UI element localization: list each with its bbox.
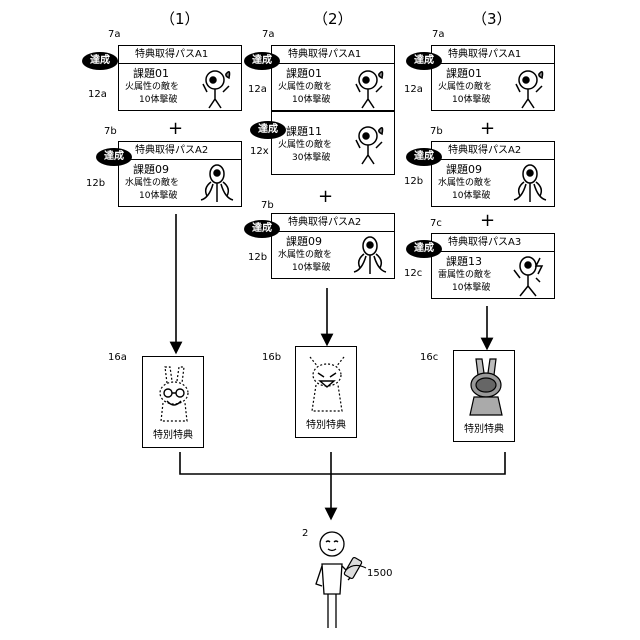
ref-label: 16b	[262, 352, 281, 363]
fire-monster-icon	[199, 66, 235, 110]
privilege-pass-a1: 特典取得パスA1 課題01 火属性の敵を 10体撃破	[431, 45, 555, 111]
task-number: 課題01	[133, 68, 169, 80]
thunder-monster-icon	[512, 254, 548, 298]
task-condition: 火属性の敵を	[125, 82, 179, 93]
reward-label: 特別特典	[296, 416, 356, 431]
rabbit-character-icon	[464, 357, 508, 419]
privilege-pass-a1: 特典取得パスA1 課題01 火属性の敵を 10体撃破	[118, 45, 242, 111]
task-number: 課題09	[133, 164, 169, 176]
pass-title: 特典取得パスA1	[272, 46, 394, 64]
task-condition: 火属性の敵を	[438, 82, 492, 93]
ref-label: 16a	[108, 352, 127, 363]
task-count: 10体撃破	[452, 191, 490, 202]
demon-character-icon	[304, 353, 350, 415]
fire-monster-icon	[352, 122, 388, 166]
task-condition: 水属性の敵を	[438, 178, 492, 189]
task-count: 10体撃破	[452, 283, 490, 294]
ref-label: 12a	[88, 89, 107, 100]
task-count: 30体撃破	[292, 153, 330, 164]
task-number: 課題09	[446, 164, 482, 176]
achieved-badge: 達成	[406, 240, 442, 258]
task-condition: 水属性の敵を	[125, 178, 179, 189]
achieved-badge: 達成	[82, 52, 118, 70]
task-count: 10体撃破	[292, 263, 330, 274]
achieved-badge: 達成	[406, 148, 442, 166]
achieved-badge: 達成	[406, 52, 442, 70]
water-monster-icon	[199, 162, 235, 206]
pass-title: 特典取得パスA2	[119, 142, 241, 160]
privilege-pass-a2: 特典取得パスA2 課題09 水属性の敵を 10体撃破	[271, 213, 395, 279]
fire-monster-icon	[352, 66, 388, 110]
task-number: 課題13	[446, 256, 482, 268]
privilege-pass-a3: 特典取得パスA3 課題13 雷属性の敵を 10体撃破	[431, 233, 555, 299]
reward-label: 特別特典	[454, 420, 514, 435]
pass-title: 特典取得パスA3	[432, 234, 554, 252]
task-number: 課題09	[286, 236, 322, 248]
task-condition: 水属性の敵を	[278, 250, 332, 261]
plus-sign: +	[480, 120, 495, 138]
task-number: 課題01	[286, 68, 322, 80]
pass-title: 特典取得パスA2	[272, 214, 394, 232]
task-number: 課題01	[446, 68, 482, 80]
pass-title: 特典取得パスA2	[432, 142, 554, 160]
task-count: 10体撃破	[139, 191, 177, 202]
ref-label: 12b	[248, 252, 267, 263]
task-condition: 雷属性の敵を	[438, 270, 492, 281]
privilege-pass-a2: 特典取得パスA2 課題09 水属性の敵を 10体撃破	[431, 141, 555, 207]
plus-sign: +	[168, 120, 183, 138]
ref-label: 16c	[420, 352, 438, 363]
ref-label: 12x	[250, 146, 269, 157]
ref-label: 7b	[430, 126, 443, 137]
task-count: 10体撃破	[139, 95, 177, 106]
privilege-pass-a2: 特典取得パスA2 課題09 水属性の敵を 10体撃破	[118, 141, 242, 207]
ref-label: 7b	[261, 200, 274, 211]
ref-label: 12b	[404, 176, 423, 187]
ref-label: 7a	[262, 29, 275, 40]
plus-sign: +	[318, 188, 333, 206]
column-label-1: （1）	[160, 8, 200, 29]
rabbit-character-icon	[153, 365, 195, 425]
fire-monster-icon	[512, 66, 548, 110]
special-reward-b: 特別特典	[295, 346, 357, 438]
pass-title: 特典取得パスA1	[119, 46, 241, 64]
achieved-badge: 達成	[250, 121, 286, 139]
water-monster-icon	[512, 162, 548, 206]
ref-label: 12a	[404, 84, 423, 95]
plus-sign: +	[480, 212, 495, 230]
column-label-2: （2）	[313, 8, 353, 29]
task-condition: 火属性の敵を	[278, 140, 332, 151]
ref-label: 12a	[248, 84, 267, 95]
extra-task-card: 課題11 火属性の敵を 30体撃破	[271, 111, 395, 175]
task-condition: 火属性の敵を	[278, 82, 332, 93]
achieved-badge: 達成	[96, 148, 132, 166]
merge-line	[180, 452, 505, 474]
achieved-badge: 達成	[244, 52, 280, 70]
task-number: 課題11	[286, 126, 322, 138]
task-count: 10体撃破	[452, 95, 490, 106]
ref-label: 12c	[404, 268, 422, 279]
special-reward-a: 特別特典	[142, 356, 204, 448]
ref-label: 7b	[104, 126, 117, 137]
ref-label: 7a	[432, 29, 445, 40]
pass-title: 特典取得パスA1	[432, 46, 554, 64]
achieved-badge: 達成	[244, 220, 280, 238]
ref-label: 12b	[86, 178, 105, 189]
water-monster-icon	[352, 234, 388, 278]
ref-label: 7a	[108, 29, 121, 40]
leader-line	[344, 560, 368, 574]
ref-label: 7c	[430, 218, 442, 229]
column-label-3: （3）	[472, 8, 512, 29]
special-reward-c: 特別特典	[453, 350, 515, 442]
task-count: 10体撃破	[292, 95, 330, 106]
reward-label: 特別特典	[143, 426, 203, 441]
user-figure-icon	[300, 524, 380, 634]
ref-label: 1500	[367, 568, 392, 579]
privilege-pass-a1: 特典取得パスA1 課題01 火属性の敵を 10体撃破	[271, 45, 395, 111]
